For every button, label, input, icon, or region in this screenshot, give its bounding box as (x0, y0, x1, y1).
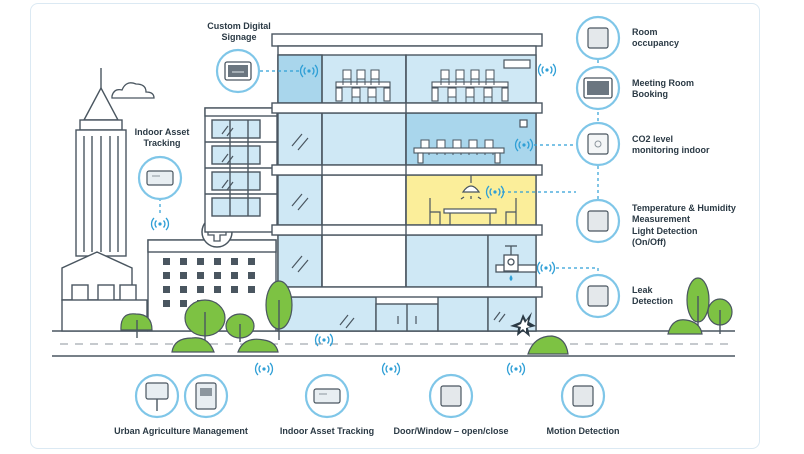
sensor-circle-door-window (428, 373, 474, 419)
main-building (271, 33, 543, 332)
cloud (111, 82, 155, 99)
sensor-circle-motion (560, 373, 606, 419)
meeting-room-furniture (335, 81, 509, 102)
office-desk (413, 147, 505, 154)
sensor-circle-signage (215, 48, 261, 94)
label-meeting-booking: Meeting Room Booking (632, 78, 694, 99)
dining-furniture (429, 198, 517, 225)
label-custom-signage: Custom Digital Signage (207, 21, 271, 42)
sensor-circle-temperature (575, 198, 621, 244)
tree-icon (120, 277, 733, 355)
sensor-circle-room-occupancy (575, 15, 621, 61)
break-in-icon (510, 312, 536, 337)
sensor-circle-asset-bottom (304, 373, 350, 419)
water-pipe (495, 245, 537, 273)
water-drop-icon (509, 275, 513, 281)
glass-reflections (221, 125, 506, 329)
hospital-building (147, 239, 277, 332)
sensor-circle-urban-agri-1 (134, 373, 180, 419)
sensor-circle-meeting-booking (575, 65, 621, 111)
label-asset-tracking-bottom: Indoor Asset Tracking (279, 426, 375, 436)
label-co2: CO2 level monitoring indoor (632, 134, 710, 155)
label-leak-detection: Leak Detection (632, 285, 674, 306)
label-room-occupancy: Room occupancy (632, 27, 680, 48)
sensor-circle-leak (575, 273, 621, 319)
label-urban-agri: Urban Agriculture Management (114, 426, 248, 436)
sensor-circle-co2 (575, 121, 621, 167)
skyscraper (61, 68, 148, 332)
lamp-icon (460, 175, 482, 200)
sensor-circle-asset-top (137, 155, 183, 201)
label-door-window: Door/Window – open/close (393, 426, 509, 436)
sensor-circle-urban-agri-2 (183, 373, 229, 419)
label-light-detection: Light Detection (On/Off) (632, 226, 698, 247)
label-asset-tracking-top: Indoor Asset Tracking (134, 127, 190, 148)
label-temp-humidity: Temperature & Humidity Measurement (632, 203, 736, 224)
label-motion-detection: Motion Detection (546, 426, 620, 436)
building-annex (204, 107, 278, 233)
